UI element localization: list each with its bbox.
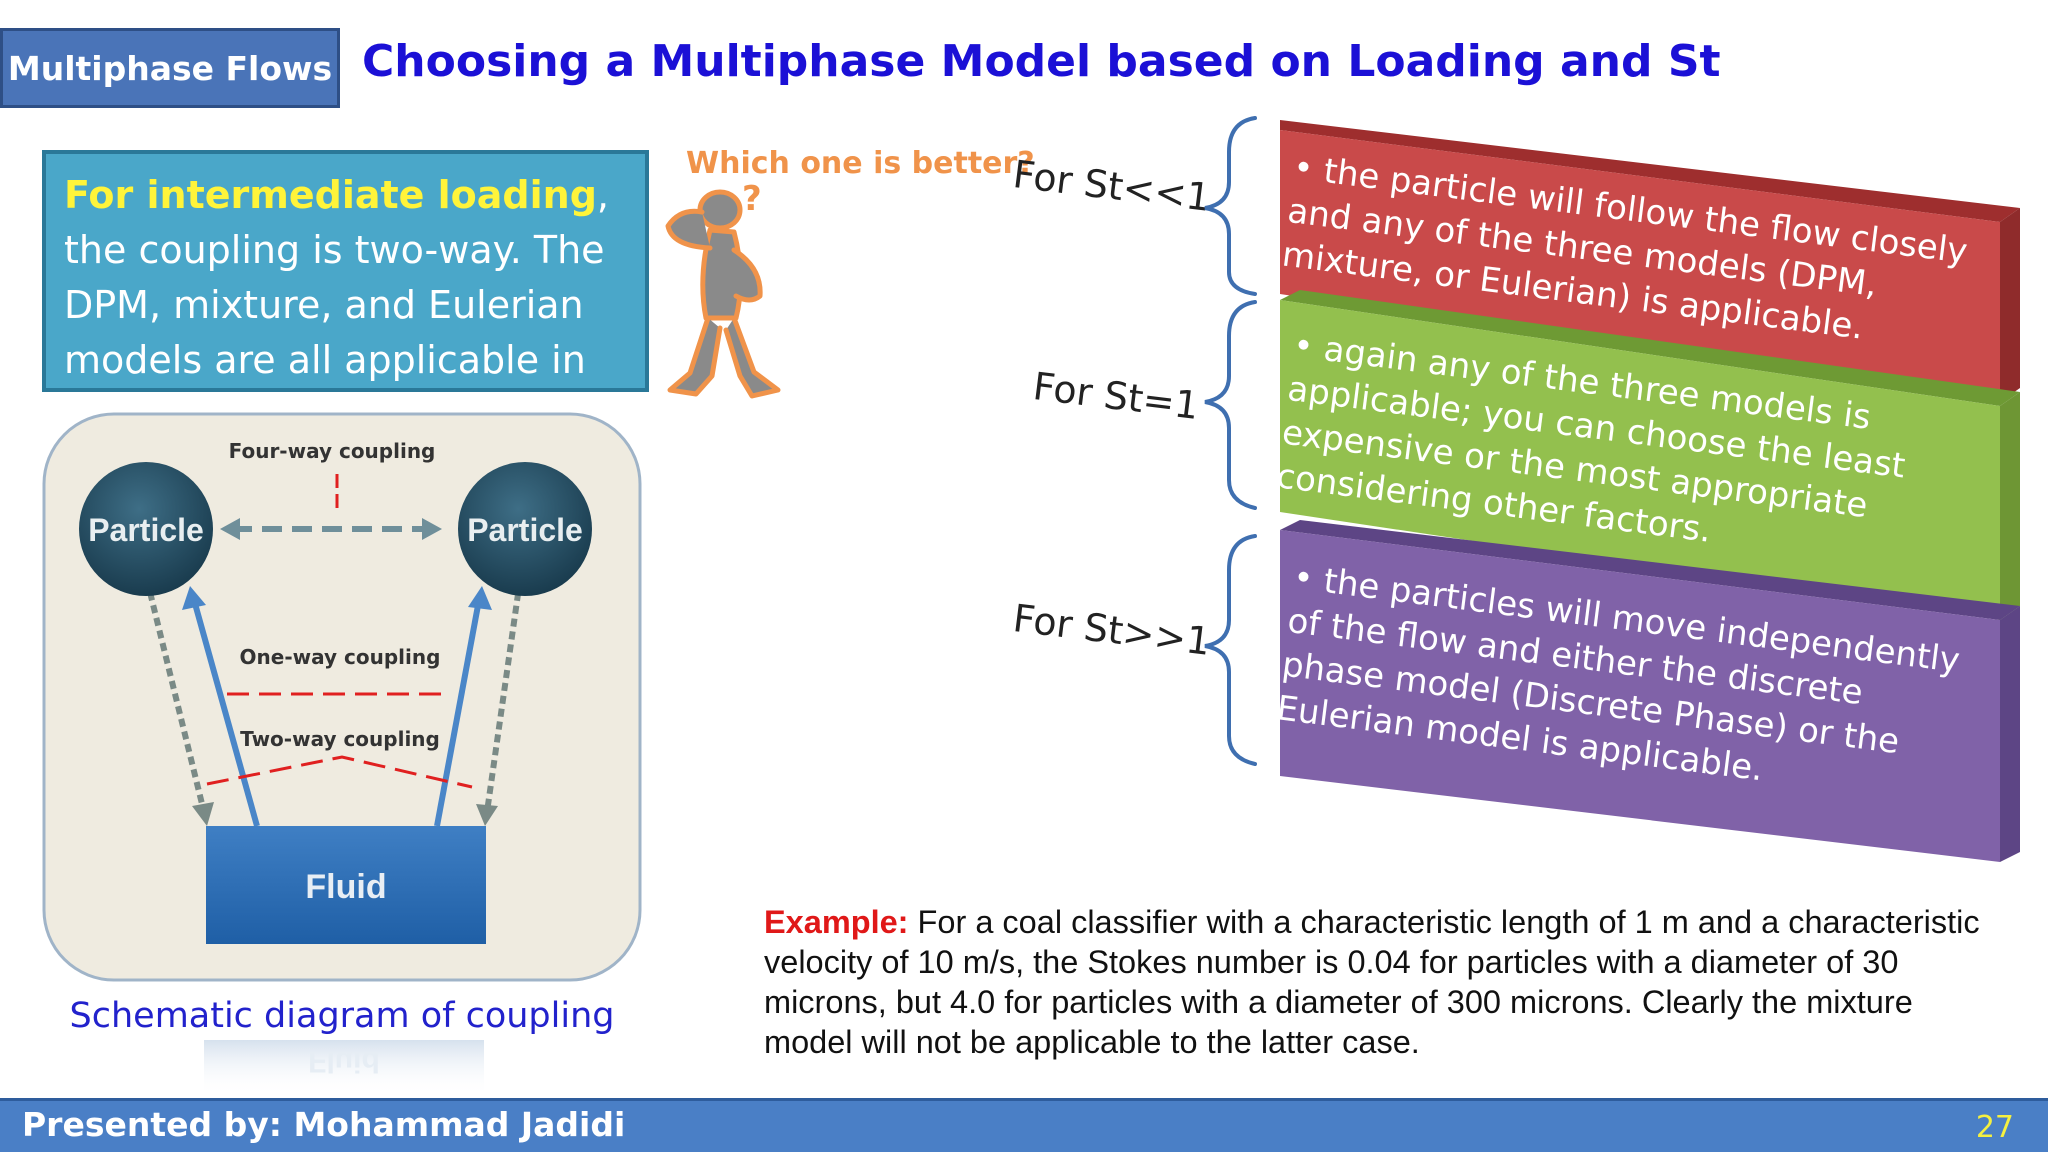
- page-number: 27: [1975, 1110, 2014, 1145]
- diagram-caption: Schematic diagram of coupling: [69, 996, 615, 1036]
- fluid-reflection: Fluid: [204, 1040, 484, 1096]
- particle-right-circle: [458, 462, 592, 596]
- coupling-diagram: Particle Particle Fluid Four-way couplin…: [42, 412, 642, 982]
- thinking-person-icon: ?: [665, 179, 781, 399]
- footer-bar: [0, 1098, 2048, 1152]
- one-way-label: One-way coupling: [240, 645, 441, 669]
- question-text: Which one is better?: [686, 146, 1035, 181]
- fluid-reflection-label: Fluid: [308, 1045, 380, 1078]
- brace-group: [1204, 116, 1257, 766]
- particle-left-circle: [79, 462, 213, 596]
- slide-title: Choosing a Multiphase Model based on Loa…: [362, 36, 1721, 87]
- four-way-label: Four-way coupling: [229, 439, 436, 463]
- st-label-small: For St<<1: [1010, 152, 1213, 220]
- cases-3d-boxes: • the particle will follow the flow clos…: [1274, 120, 2020, 862]
- two-way-label: Two-way coupling: [240, 727, 440, 751]
- presenter-text: Presented by: Mohammad Jadidi: [22, 1105, 626, 1144]
- brace-2: [1204, 300, 1257, 510]
- particle-right-label: Particle: [467, 512, 583, 548]
- example-label: Example:: [764, 904, 909, 940]
- st-label-large: For St>>1: [1010, 596, 1213, 664]
- brace-3: [1204, 534, 1257, 766]
- particle-left-label: Particle: [88, 512, 204, 548]
- two-way-line: [206, 755, 473, 789]
- fluid-label: Fluid: [305, 868, 386, 906]
- case-box-small-st: [1280, 120, 2020, 402]
- example-paragraph: Example: For a coal classifier with a ch…: [764, 902, 1994, 1062]
- st-label-equal: For St=1: [1030, 364, 1202, 428]
- example-text: For a coal classifier with a characteris…: [764, 904, 1980, 1060]
- section-tab: Multiphase Flows: [0, 28, 340, 108]
- svg-text:?: ?: [742, 179, 762, 219]
- case-box-large-st: [1280, 520, 2020, 862]
- brace-1: [1204, 116, 1257, 296]
- fluid-box: [206, 826, 486, 944]
- loading-info-box: For intermediate loading, the coupling i…: [42, 150, 649, 437]
- case-box-equal-st: [1280, 290, 2020, 620]
- loading-highlight: For intermediate loading: [64, 173, 597, 217]
